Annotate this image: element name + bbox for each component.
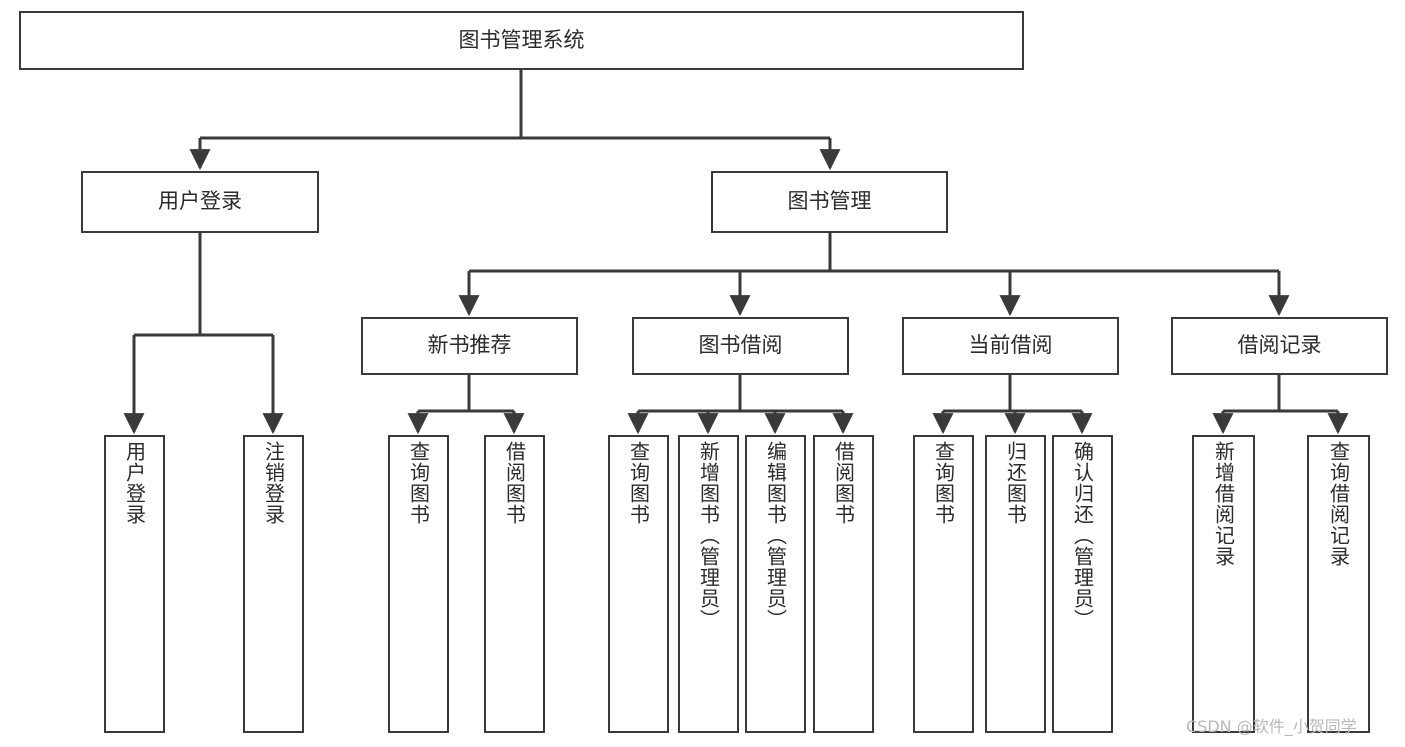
leaf-label: 归还图书 [1003, 441, 1028, 525]
node-user-login[interactable]: 用户登录 [81, 171, 319, 233]
leaf-label: 新增借阅记录 [1211, 441, 1236, 567]
node-current-borrow-label: 当前借阅 [968, 333, 1053, 358]
leaf-label: 确认归还（管理员） [1070, 441, 1095, 630]
node-new-book-recommend[interactable]: 新书推荐 [361, 317, 578, 375]
node-user-login-label: 用户登录 [158, 189, 242, 214]
leaf-edit-book-admin[interactable]: 编辑图书（管理员） [745, 435, 806, 733]
leaf-query-borrow-record[interactable]: 查询借阅记录 [1307, 435, 1370, 733]
leaf-query-book-current[interactable]: 查询图书 [913, 435, 974, 733]
leaf-user-login[interactable]: 用户登录 [104, 435, 165, 733]
leaf-borrow-book[interactable]: 借阅图书 [813, 435, 874, 733]
leaf-logout[interactable]: 注销登录 [243, 435, 304, 733]
leaf-label: 编辑图书（管理员） [763, 441, 788, 630]
leaf-label: 注销登录 [261, 441, 286, 525]
leaf-label: 新增图书（管理员） [696, 441, 721, 630]
node-root[interactable]: 图书管理系统 [19, 11, 1024, 70]
node-book-borrow[interactable]: 图书借阅 [632, 317, 849, 375]
leaf-label: 借阅图书 [831, 441, 856, 525]
leaf-return-book[interactable]: 归还图书 [985, 435, 1046, 733]
node-borrow-record-label: 借阅记录 [1237, 333, 1322, 358]
leaf-add-book-admin[interactable]: 新增图书（管理员） [678, 435, 739, 733]
leaf-query-book-borrow[interactable]: 查询图书 [608, 435, 669, 733]
leaf-confirm-return-admin[interactable]: 确认归还（管理员） [1052, 435, 1113, 733]
node-root-label: 图书管理系统 [458, 27, 585, 52]
leaf-borrow-book-newbook[interactable]: 借阅图书 [484, 435, 545, 733]
node-current-borrow[interactable]: 当前借阅 [902, 317, 1119, 375]
node-new-book-recommend-label: 新书推荐 [427, 333, 512, 358]
leaf-label: 用户登录 [122, 441, 147, 525]
node-borrow-record[interactable]: 借阅记录 [1171, 317, 1388, 375]
leaf-label: 借阅图书 [502, 441, 527, 525]
leaf-query-book-newbook[interactable]: 查询图书 [388, 435, 449, 733]
node-book-management-label: 图书管理 [787, 189, 872, 214]
node-book-borrow-label: 图书借阅 [698, 333, 783, 358]
leaf-label: 查询图书 [406, 441, 431, 525]
node-book-management[interactable]: 图书管理 [711, 171, 948, 233]
leaf-label: 查询借阅记录 [1326, 441, 1351, 567]
leaf-label: 查询图书 [931, 441, 956, 525]
leaf-label: 查询图书 [626, 441, 651, 525]
leaf-add-borrow-record[interactable]: 新增借阅记录 [1192, 435, 1255, 733]
watermark: CSDN @软件_小贺同学 [1186, 717, 1357, 736]
